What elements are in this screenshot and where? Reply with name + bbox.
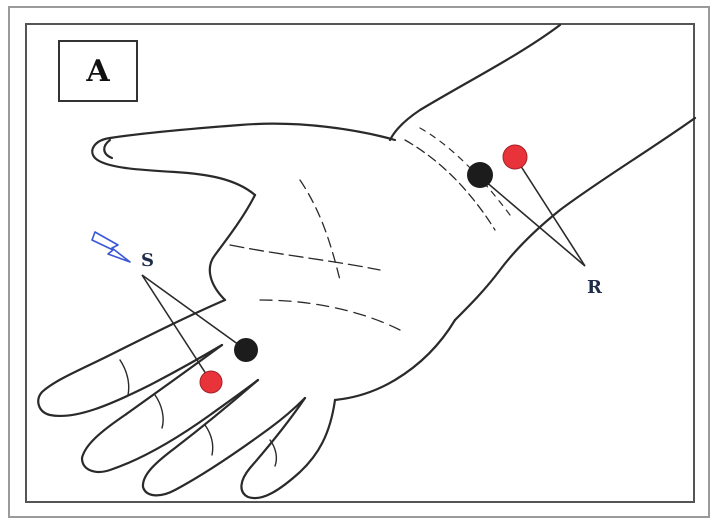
pointer-line-r (515, 157, 585, 266)
panel-label-box: A (58, 40, 138, 102)
thumb-nail (104, 140, 112, 158)
pointer-line-s (142, 275, 246, 350)
wrist-crease (420, 128, 510, 215)
stimulation-cathode-electrode (234, 338, 258, 362)
palm-thenar-edge (210, 195, 255, 300)
recording-reference-electrode (467, 162, 493, 188)
finger-crease (205, 425, 213, 455)
panel-label: A (86, 54, 109, 89)
palm-crease (230, 245, 380, 270)
finger-crease (155, 395, 163, 428)
recording-active-electrode (503, 145, 527, 169)
finger-crease (120, 360, 129, 395)
thumb-outline (92, 124, 395, 195)
palm-crease (260, 300, 400, 330)
palm-crease (300, 180, 340, 280)
stimulation-label: S (141, 250, 154, 271)
lightning-bolt-icon (92, 232, 130, 262)
recording-label: R (587, 277, 602, 298)
forearm-upper-edge (390, 25, 560, 140)
pointer-line-r (478, 175, 585, 266)
forearm-lower-edge (455, 118, 695, 320)
stimulation-anode-electrode (200, 371, 222, 393)
palm-heel (335, 320, 455, 400)
pointer-line-s (142, 275, 210, 380)
index-finger (38, 300, 225, 416)
ring-finger (143, 380, 305, 495)
